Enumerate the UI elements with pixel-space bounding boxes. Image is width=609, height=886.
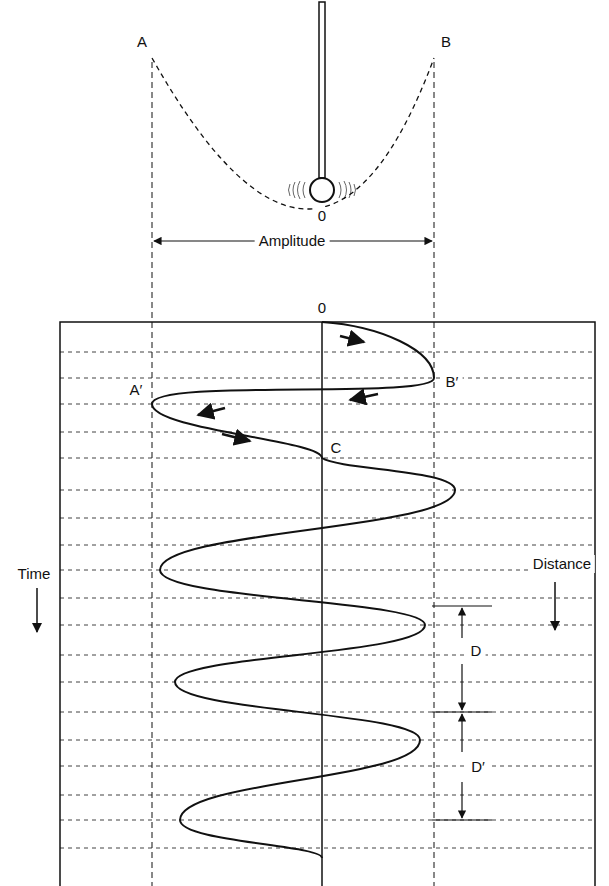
point-label: A bbox=[137, 33, 147, 51]
time-gridlines bbox=[60, 352, 595, 848]
dimension-label: Amplitude bbox=[255, 232, 330, 250]
period-label: D bbox=[467, 642, 486, 660]
motion-marks bbox=[289, 181, 356, 199]
swing-arc bbox=[152, 58, 434, 209]
axis-label: Time bbox=[14, 565, 55, 583]
pendulum-bob bbox=[310, 178, 334, 202]
center-line bbox=[321, 322, 323, 886]
distance-arrow bbox=[554, 582, 556, 630]
period-label: D′ bbox=[467, 758, 489, 776]
direction-arrows bbox=[198, 336, 378, 441]
origin-label: 0 bbox=[318, 299, 326, 317]
point-label: C bbox=[327, 439, 346, 457]
record-chart bbox=[60, 322, 595, 886]
point-label: B′ bbox=[442, 373, 463, 391]
pendulum-rod bbox=[319, 2, 325, 178]
rest-position-label: 0 bbox=[314, 207, 330, 225]
axis-label: Distance bbox=[529, 555, 595, 573]
sine-trace bbox=[152, 322, 455, 858]
point-label: A′ bbox=[130, 381, 143, 399]
period-brackets bbox=[432, 606, 492, 820]
guide-line bbox=[152, 62, 153, 886]
point-label: B bbox=[441, 33, 451, 51]
time-arrow bbox=[36, 588, 38, 632]
guide-line bbox=[434, 62, 435, 886]
